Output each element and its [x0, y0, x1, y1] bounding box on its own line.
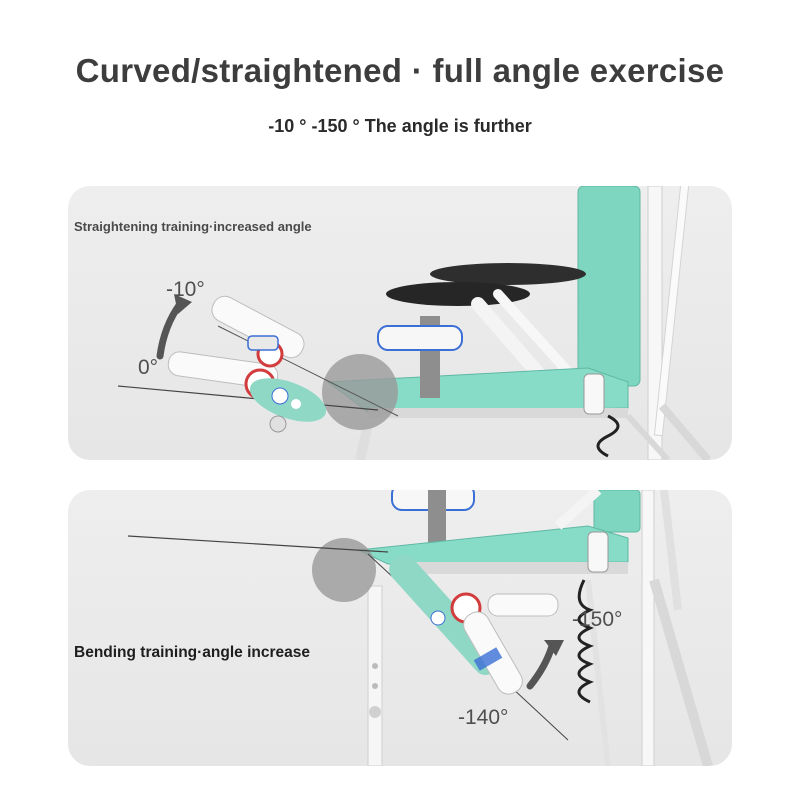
armrest-cushion-rear: [430, 263, 586, 285]
straightening-illustration: [117, 186, 712, 460]
chair-frame: [355, 186, 712, 460]
bending-label: Bending training·angle increase: [74, 644, 310, 661]
curved-arrow-icon: [526, 642, 556, 690]
bending-illustration: [127, 490, 713, 766]
control-box: [587, 531, 609, 573]
page-title: Curved/straightened · full angle exercis…: [75, 52, 725, 89]
angle-line-zero: [117, 385, 379, 411]
page-subtitle: -10 ° -150 ° The angle is further: [268, 116, 532, 136]
seat-cushion: [356, 525, 629, 565]
knee-pivot: [312, 538, 376, 602]
angle-label-zero: 0°: [138, 356, 159, 379]
angle-label-minus140: -140°: [458, 706, 509, 729]
straightening-label: Straightening training·increased angle: [74, 219, 312, 234]
angle-label-minus10: -10°: [166, 278, 205, 301]
straightening-panel: Straightening training·increased angle -…: [68, 186, 732, 460]
angle-label-minus150: -150°: [572, 608, 623, 631]
leg-arm-bent: [389, 554, 559, 695]
backrest: [593, 490, 641, 533]
thigh-pad: [377, 325, 463, 351]
armrest-cushion-front: [386, 282, 530, 306]
curved-arrow-icon: [156, 300, 184, 360]
leg-arm-minus10: [211, 295, 305, 368]
backrest: [577, 186, 641, 387]
hinge-dial: [249, 378, 327, 433]
angle-line-horizontal: [127, 535, 389, 553]
control-box: [583, 373, 605, 415]
knee-pivot: [322, 354, 398, 430]
bending-panel: Bending training·angle increase -150° -1…: [68, 490, 732, 766]
